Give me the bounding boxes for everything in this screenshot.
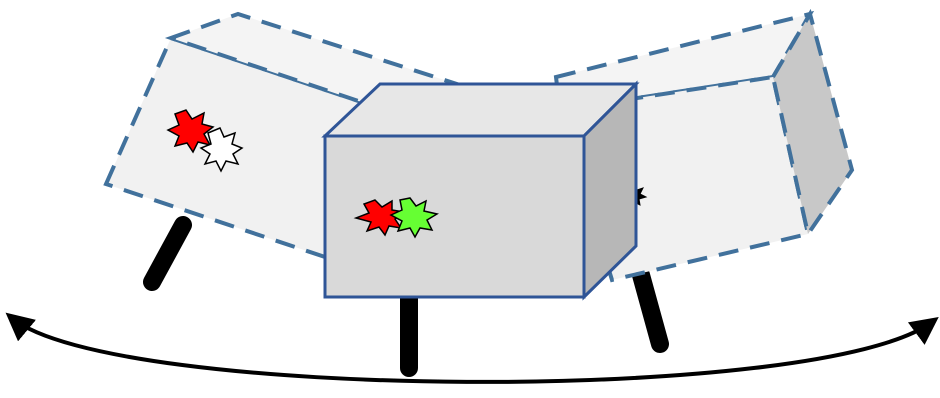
- center-solid-box: [325, 84, 636, 297]
- right-post: [641, 275, 660, 344]
- center-box-top: [325, 84, 636, 136]
- rotation-arrow: [12, 318, 932, 382]
- left-post: [152, 225, 183, 282]
